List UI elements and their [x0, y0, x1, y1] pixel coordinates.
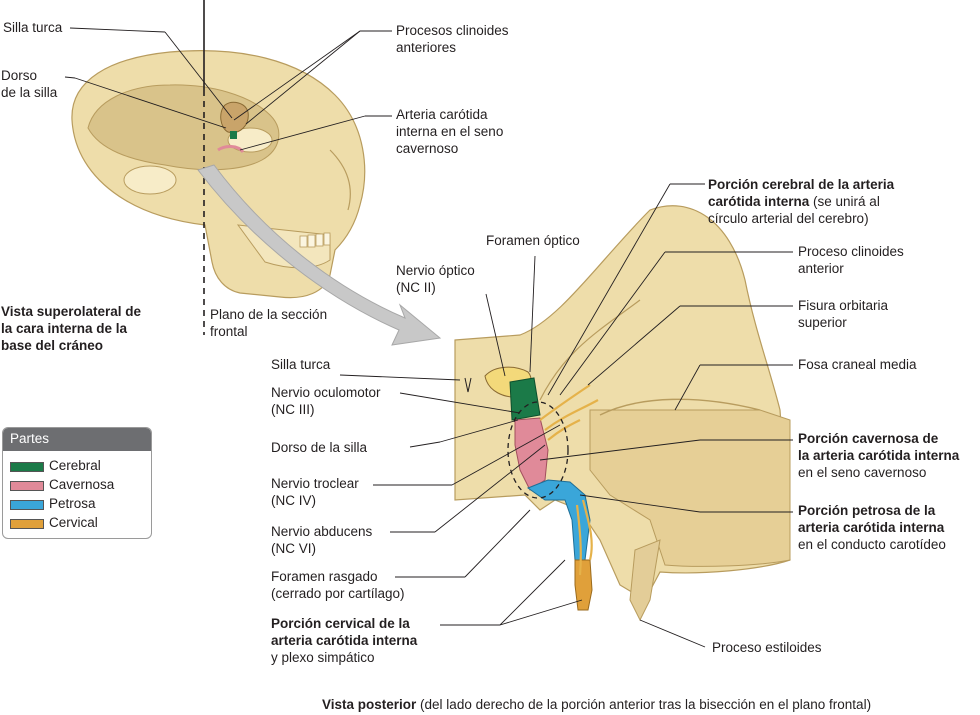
- label-nervio-troclear: Nervio troclear(NC IV): [271, 476, 359, 508]
- legend: Partes Cerebral Cavernosa Petrosa Cervic…: [2, 427, 152, 539]
- label-proceso-estiloides: Proceso estiloides: [712, 640, 822, 655]
- label-porcion-cerebral: Porción cerebral de la arteria carótida …: [708, 177, 895, 226]
- legend-swatch: [10, 462, 44, 472]
- leader-lines: [64, 27, 793, 648]
- label-silla-turca-top: Silla turca: [3, 20, 63, 35]
- label-nervio-oculomotor: Nervio oculomotor(NC III): [271, 385, 381, 417]
- label-fosa-craneal: Fosa craneal media: [798, 357, 917, 372]
- legend-item-cervical: Cervical: [3, 514, 151, 533]
- cavernous-sinus-outline: [507, 401, 569, 499]
- label-foramen-rasgado: Foramen rasgado(cerrado por cartílago): [271, 569, 405, 601]
- label-nervio-abducens: Nervio abducens(NC VI): [271, 524, 373, 556]
- label-foramen-optico: Foramen óptico: [486, 233, 580, 248]
- label-vista-posterior: Vista posterior (del lado derecho de la …: [322, 697, 872, 712]
- legend-item-cavernosa: Cavernosa: [3, 476, 151, 495]
- legend-swatch: [10, 481, 44, 491]
- legend-swatch: [10, 519, 44, 529]
- legend-item-cerebral: Cerebral: [3, 457, 151, 476]
- transition-arrow: [197, 164, 442, 346]
- label-nervio-optico: Nervio óptico(NC II): [396, 263, 475, 295]
- legend-item-petrosa: Petrosa: [3, 495, 151, 514]
- label-silla-turca: Silla turca: [271, 357, 331, 372]
- section-illustration: [454, 205, 791, 622]
- legend-title: Partes: [3, 428, 151, 451]
- label-dorso-silla: Dorso de la silla: [271, 440, 368, 455]
- legend-swatch: [10, 500, 44, 510]
